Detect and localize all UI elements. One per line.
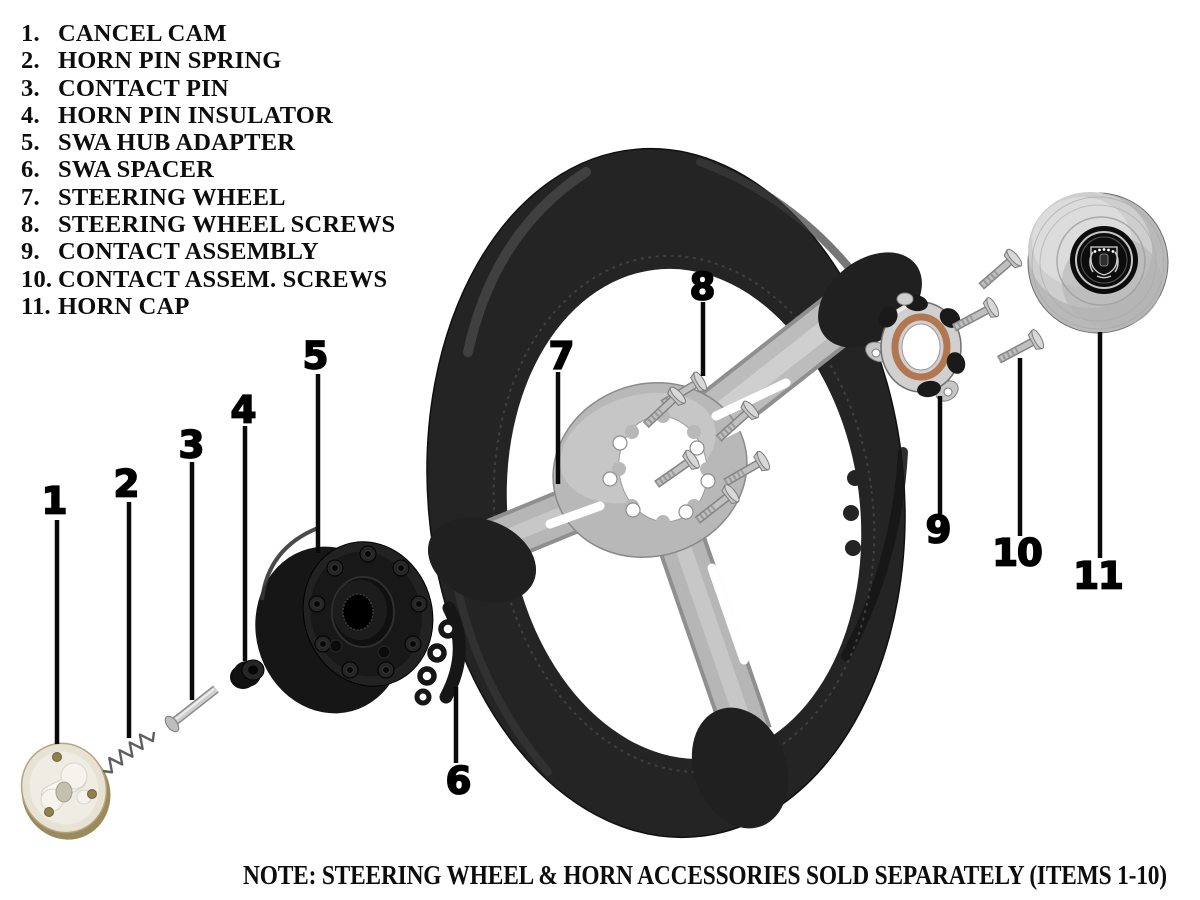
part-label: STEERING WHEEL [58,183,286,211]
separately-sold-note: NOTE: STEERING WHEEL & HORN ACCESSORIES … [243,859,1167,890]
parts-list-item: 3. CONTACT PIN [21,75,395,102]
cam-contact [52,752,62,762]
parts-list-item: 1. CANCEL CAM [21,20,395,47]
part-label: CONTACT ASSEM. SCREWS [58,265,388,293]
grip-pad [427,517,537,603]
horn-cap-emblem [1089,246,1119,279]
hub-screw-hole [612,435,628,451]
part-label: CONTACT ASSEMBLY [58,238,319,266]
part-label: HORN PIN INSULATOR [58,101,333,129]
hub-screw-hole [625,502,641,518]
callout-number-9: 9 [925,508,953,552]
spoke-slot [545,501,605,529]
wheel-rim-shadow [841,447,908,661]
hub-screw-hole [678,504,694,520]
part-number: 2. [21,47,40,75]
callout-number-1: 1 [41,479,69,523]
swa-hub-adapter [255,526,434,714]
horn-pin-spring [102,731,156,774]
spoke-slot [711,378,791,421]
part-label: HORN PIN SPRING [58,47,282,75]
wheel-rim-highlight [463,167,591,357]
callout-number-5: 5 [302,334,330,378]
hub-adapter-boss-holes [313,550,423,674]
swa-spacer [414,601,466,706]
part-number: 5. [21,129,40,157]
part-label: STEERING WHEEL SCREWS [58,211,396,239]
parts-list-item: 6. SWA SPACER [21,156,395,183]
contact-screw [974,247,1024,294]
part-label: SWA SPACER [58,156,215,184]
part-number: 7. [21,183,40,211]
cancel-cam [20,742,111,840]
hub-screw-hole [700,473,716,489]
contact-pin [164,685,219,733]
wheel-rim-highlight [696,158,860,280]
part-label: HORN CAP [58,292,190,320]
part-label: CANCEL CAM [58,20,227,47]
parts-list: 1. CANCEL CAM 2. HORN PIN SPRING 3. CONTACT… [21,20,395,320]
part-number: 4. [21,101,40,129]
part-number: 6. [21,156,40,184]
hub-adapter-bore [342,593,374,631]
hub-screw-hole [602,471,618,487]
callout-number-4: 4 [230,388,258,432]
parts-list-item: 9. CONTACT ASSEMBLY [21,238,395,265]
horn-pin-insulator [230,659,265,689]
steering-wheel [426,147,922,839]
finger-groove [845,540,861,556]
parts-list-item: 11.HORN CAP [21,293,395,320]
part-number: 9. [21,238,40,266]
finger-groove [843,505,859,521]
wheel-hub-plate [545,378,791,665]
parts-list-item: 8. STEERING WHEEL SCREWS [21,211,395,238]
part-number: 11. [21,292,51,320]
finger-groove [847,470,863,486]
part-number: 8. [21,211,40,239]
spoke-slot [707,563,749,665]
part-label: SWA HUB ADAPTER [58,129,296,157]
callout-number-7: 7 [548,334,576,378]
parts-list-item: 10.CONTACT ASSEM. SCREWS [21,266,395,293]
horn-cap [1027,192,1169,334]
grip-pad [691,707,789,829]
parts-list-item: 5. SWA HUB ADAPTER [21,129,395,156]
part-label: CONTACT PIN [58,74,229,102]
leader-lines [54,302,1103,763]
callout-number-3: 3 [178,423,206,467]
callout-number-10: 10 [991,531,1043,575]
part-number: 3. [21,74,40,102]
cam-contact [87,789,97,799]
part-number: 1. [21,20,40,47]
part-number: 10. [21,265,53,293]
hub-screw-hole [689,440,705,456]
parts-list-item: 7. STEERING WHEEL [21,184,395,211]
callout-number-2: 2 [113,462,141,506]
cancel-cam-hole [55,781,73,803]
callout-number-11: 11 [1072,554,1124,598]
parts-list-item: 2. HORN PIN SPRING [21,47,395,74]
contact-assembly [865,292,966,402]
cam-contact [44,807,54,817]
callout-number-8: 8 [689,265,717,309]
callout-number-6: 6 [445,759,473,803]
parts-list-item: 4. HORN PIN INSULATOR [21,102,395,129]
contact-copper-ring [891,313,951,381]
